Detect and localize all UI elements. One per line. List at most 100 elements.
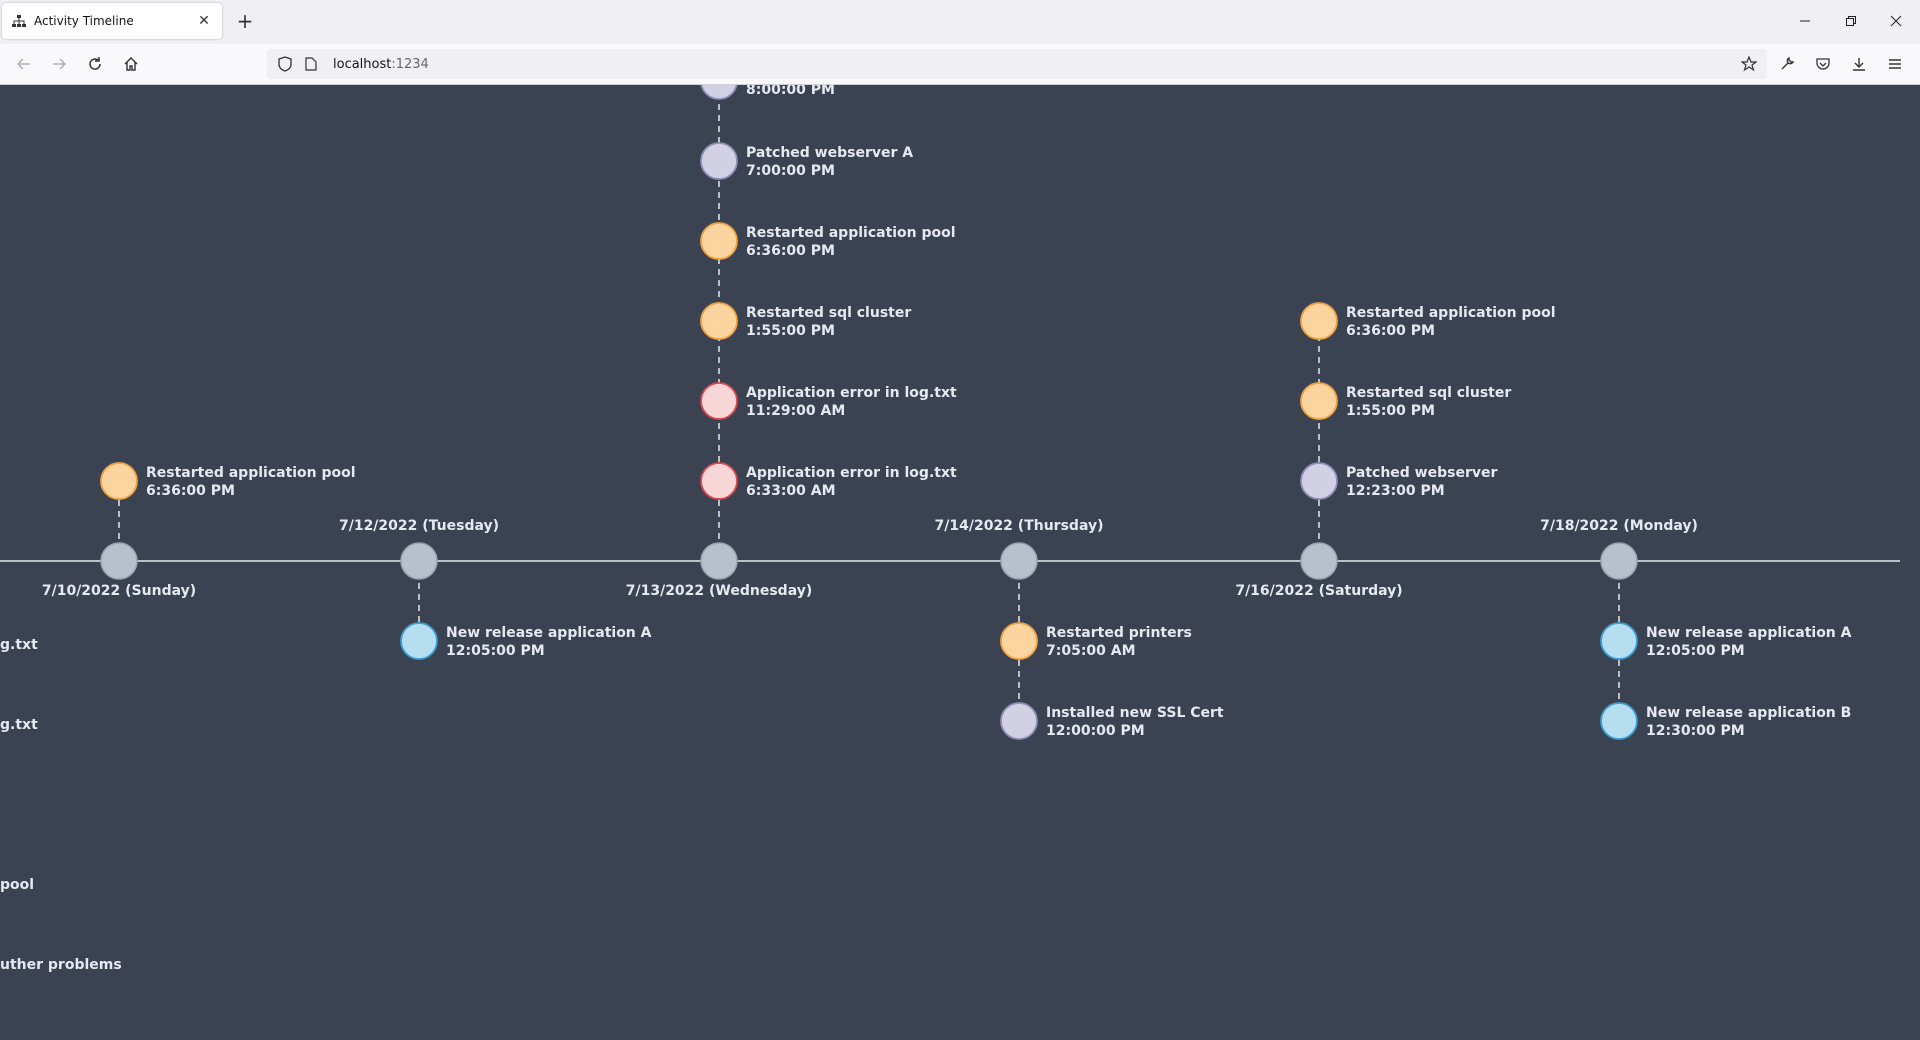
- event-node: [700, 142, 738, 180]
- event-title: Restarted application pool: [746, 225, 956, 241]
- offscreen-event-label: g.txt: [0, 637, 38, 653]
- event-title: Application error in log.txt: [746, 465, 957, 481]
- offscreen-event-label: uther problems: [0, 957, 122, 973]
- offscreen-event-label: pool: [0, 877, 35, 893]
- browser-chrome: Activity Timeline ✕ +: [0, 0, 1920, 85]
- event-node: [1600, 702, 1638, 740]
- event-node: [1000, 622, 1038, 660]
- event-time: 6:36:00 PM: [146, 483, 235, 499]
- pocket-button[interactable]: [1809, 50, 1837, 78]
- url-port: :1234: [391, 56, 429, 72]
- date-label: 7/10/2022 (Sunday): [41, 583, 197, 599]
- sitemap-icon: [12, 14, 26, 28]
- date-label: 7/13/2022 (Wednesday): [625, 583, 813, 599]
- close-tab-icon[interactable]: ✕: [198, 13, 210, 29]
- event-node: [700, 302, 738, 340]
- tab-activity-timeline[interactable]: Activity Timeline ✕: [2, 3, 222, 39]
- event-title: Restarted printers: [1046, 625, 1192, 641]
- event-label: 8:00:00 PM: [746, 85, 835, 99]
- star-icon: [1741, 56, 1757, 72]
- reload-button[interactable]: [81, 50, 109, 78]
- date-node: [1600, 542, 1638, 580]
- event-time: 1:55:00 PM: [746, 323, 835, 339]
- event-label: Restarted printers 7:05:00 AM: [1046, 624, 1192, 660]
- event-time: 1:55:00 PM: [1346, 403, 1435, 419]
- address-bar[interactable]: localhost:1234: [267, 49, 1767, 79]
- restore-button[interactable]: [1831, 6, 1871, 36]
- tab-strip: Activity Timeline ✕ +: [0, 0, 1920, 44]
- page-icon: [303, 56, 319, 72]
- event-title: Patched webserver A: [746, 145, 914, 161]
- event-time: 6:36:00 PM: [746, 243, 835, 259]
- hamburger-icon: [1889, 59, 1901, 69]
- event-label: Patched webserver A 7:00:00 PM: [746, 144, 913, 180]
- new-tab-button[interactable]: +: [236, 9, 254, 33]
- event-label: Restarted application pool 6:36:00 PM: [1346, 304, 1556, 340]
- event-label: Restarted application pool 6:36:00 PM: [146, 464, 356, 500]
- event-node: [700, 462, 738, 500]
- event-time: 7:05:00 AM: [1046, 643, 1136, 659]
- bookmark-button[interactable]: [1735, 50, 1763, 78]
- devtools-button[interactable]: [1773, 50, 1801, 78]
- event-label: Restarted application pool 6:36:00 PM: [746, 224, 956, 260]
- event-title: New release application A: [1646, 625, 1852, 641]
- event-label: New release application A 12:05:00 PM: [446, 624, 651, 660]
- downloads-button[interactable]: [1845, 50, 1873, 78]
- pocket-icon: [1816, 58, 1830, 70]
- date-label: 7/12/2022 (Tuesday): [338, 518, 500, 534]
- event-node: [1300, 382, 1338, 420]
- event-label: Application error in log.txt 11:29:00 AM: [746, 384, 957, 420]
- event-title: Restarted application pool: [1346, 305, 1556, 321]
- back-button[interactable]: [10, 50, 38, 78]
- date-node: [400, 542, 438, 580]
- event-time: 7:00:00 PM: [746, 163, 835, 179]
- reload-icon: [89, 57, 101, 70]
- event-node: [700, 222, 738, 260]
- event-time: 12:23:00 PM: [1346, 483, 1445, 499]
- menu-button[interactable]: [1881, 50, 1909, 78]
- close-icon: [1890, 15, 1902, 27]
- shield-icon[interactable]: [277, 56, 293, 72]
- event-title: New release application A: [446, 625, 652, 641]
- forward-arrow-icon: [53, 58, 67, 70]
- tab-title: Activity Timeline: [34, 14, 134, 28]
- download-icon: [1853, 58, 1865, 71]
- url-text: localhost:1234: [333, 57, 429, 72]
- back-arrow-icon: [16, 58, 30, 70]
- event-title: Installed new SSL Cert: [1046, 705, 1224, 721]
- date-node: [1300, 542, 1338, 580]
- date-node: [1000, 542, 1038, 580]
- home-icon: [124, 57, 138, 71]
- date-label: 7/14/2022 (Thursday): [934, 518, 1104, 534]
- event-node: [1000, 702, 1038, 740]
- event-time: 11:29:00 AM: [746, 403, 846, 419]
- home-button[interactable]: [117, 50, 145, 78]
- event-title: Application error in log.txt: [746, 385, 957, 401]
- event-node: [400, 622, 438, 660]
- event-node: [1300, 462, 1338, 500]
- event-time: 12:05:00 PM: [1646, 643, 1745, 659]
- event-title: Restarted application pool: [146, 465, 356, 481]
- event-time: 12:05:00 PM: [446, 643, 545, 659]
- minimize-button[interactable]: [1785, 6, 1825, 36]
- date-label: 7/16/2022 (Saturday): [1235, 583, 1403, 599]
- event-label: New release application B 12:30:00 PM: [1646, 704, 1851, 740]
- event-time: 12:00:00 PM: [1046, 723, 1145, 739]
- event-time: 6:36:00 PM: [1346, 323, 1435, 339]
- event-title: Restarted sql cluster: [746, 305, 912, 321]
- event-time: 12:30:00 PM: [1646, 723, 1745, 739]
- event-title: New release application B: [1646, 705, 1852, 721]
- event-node: [1300, 302, 1338, 340]
- event-label: Installed new SSL Cert 12:00:00 PM: [1046, 704, 1224, 740]
- restore-icon: [1846, 16, 1856, 26]
- offscreen-event-label: g.txt: [0, 717, 38, 733]
- date-label: 7/18/2022 (Monday): [1540, 518, 1698, 534]
- forward-button[interactable]: [45, 50, 73, 78]
- nav-bar: localhost:1234: [0, 44, 1920, 84]
- event-node: [100, 462, 138, 500]
- close-window-button[interactable]: [1876, 6, 1916, 36]
- event-node: [700, 382, 738, 420]
- date-node: [100, 542, 138, 580]
